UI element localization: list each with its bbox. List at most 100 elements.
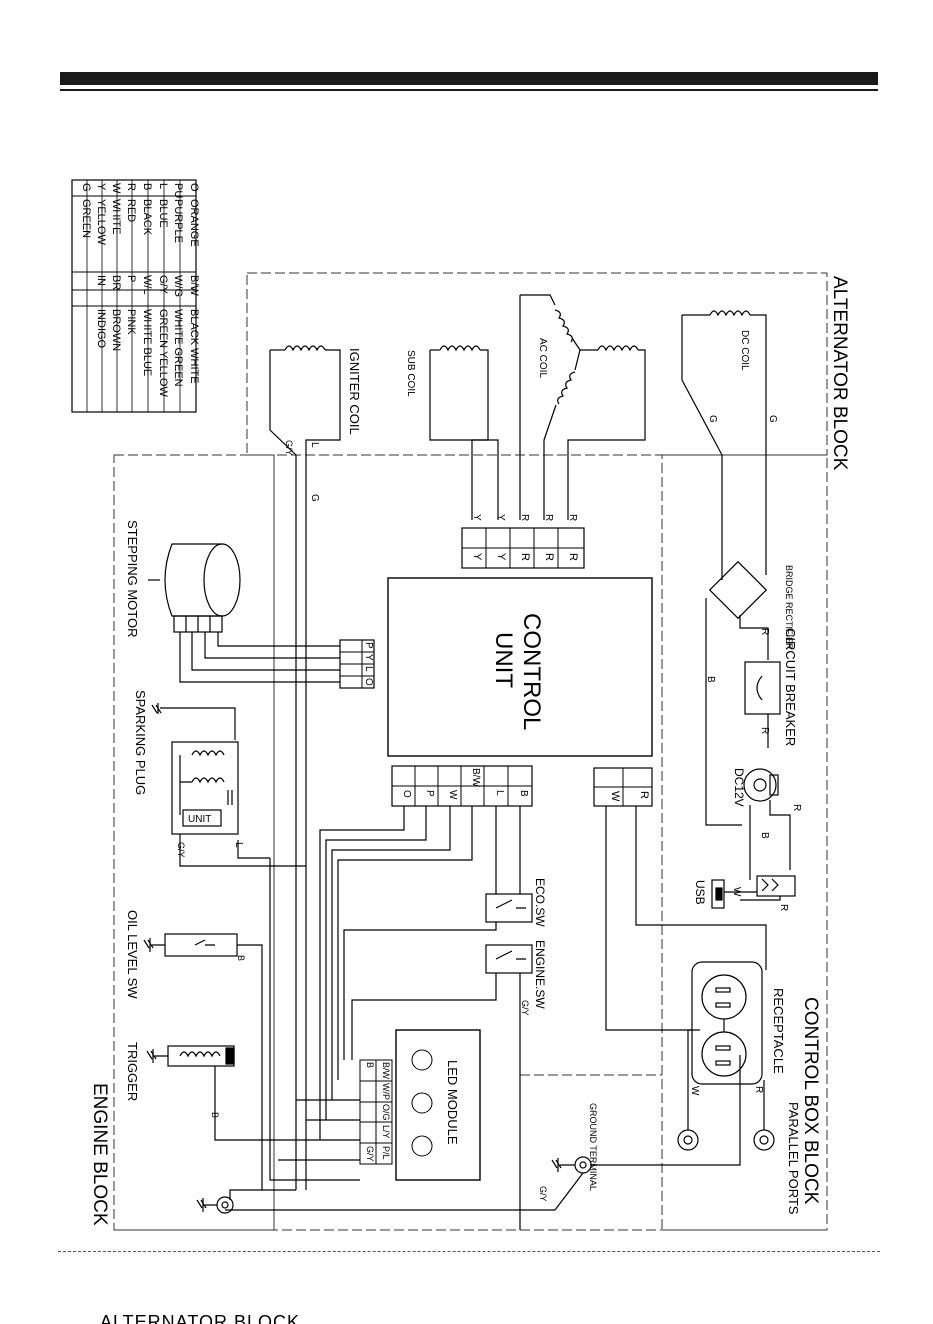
trigger-icon <box>146 1045 360 1141</box>
legend-name: BLACK WHITE <box>188 309 200 384</box>
legend-code: W <box>110 183 122 194</box>
unit-label: UNIT <box>188 814 211 825</box>
plug-pin-label: B <box>518 790 529 797</box>
harness-wires <box>225 806 520 1211</box>
dc12v-label: DC12V <box>732 768 746 807</box>
receptacle-label: RECEPTACLE <box>771 988 786 1074</box>
plug-pin-label: Y <box>363 654 374 661</box>
parallel-port-white-icon <box>677 1129 699 1151</box>
plug-pin-label: P <box>363 642 374 649</box>
eco-switch-icon <box>343 806 533 1060</box>
svg-text:B: B <box>236 955 246 961</box>
legend-name: BLACK <box>141 199 153 236</box>
plug-pin-label: W <box>609 791 621 802</box>
circuit-breaker-icon <box>744 661 781 715</box>
plug-pin-label: P <box>424 790 435 797</box>
wire-color-label: R <box>567 514 578 521</box>
legend-name: BLUE <box>157 199 169 228</box>
control-unit-label-2: UNIT <box>490 632 517 688</box>
dc-output-components <box>705 520 796 909</box>
led-pin-label: B <box>365 1062 375 1068</box>
oil-level-sw-label: OIL LEVEL SW <box>125 910 140 999</box>
svg-text:W: W <box>731 887 742 897</box>
svg-text:B: B <box>759 832 770 839</box>
header-bar <box>60 72 878 85</box>
led-pin-label: G/Y <box>365 1146 375 1162</box>
plug-pin-label: R <box>638 791 650 799</box>
wire-color-label: R <box>519 514 530 521</box>
ac-coil-icon <box>519 294 646 520</box>
svg-text:L: L <box>309 442 320 448</box>
svg-text:G/Y: G/Y <box>520 1000 530 1016</box>
led-module: LED MODULE B/WW/PO/GL/YP/LBG/Y <box>359 1029 481 1181</box>
legend-name: WHITE GREEN <box>172 309 184 387</box>
wire-color-label: Y <box>471 514 482 521</box>
plug-pin-label: O <box>401 790 412 798</box>
legend-code: IN <box>95 275 107 286</box>
legend-name: WHITE BLUE <box>141 309 153 376</box>
svg-text:R: R <box>753 1086 764 1093</box>
plug-pin-label: L <box>363 666 374 672</box>
legend-code: G/Y <box>157 275 169 295</box>
stepping-motor-icon <box>148 543 241 633</box>
sparking-plug-label: SPARKING PLUG <box>133 690 148 795</box>
led-pin-label: L/Y <box>381 1125 391 1139</box>
svg-text:W: W <box>689 1086 700 1096</box>
led-pin-label: O/G <box>381 1104 391 1121</box>
bridge-rectifier-icon <box>708 560 768 620</box>
dc-coil-label: DC COIL <box>739 330 750 371</box>
wire-color-label: Y <box>495 514 506 521</box>
legend-name: YELLOW <box>95 199 107 245</box>
legend-code: G <box>80 183 92 192</box>
svg-text:R: R <box>759 727 770 734</box>
receptacle-components <box>520 961 775 1211</box>
legend-name: BROWN <box>110 309 122 351</box>
legend-name: WHITE <box>110 199 122 234</box>
footer-text: ALTERNATOR BLOCK <box>100 1312 301 1324</box>
legend-code: R <box>125 183 137 191</box>
led-indicator-3 <box>411 1135 433 1157</box>
plug-pin-label: L <box>494 790 505 796</box>
igniter-coil-icon <box>269 345 341 1190</box>
dc12v-socket-icon <box>743 768 779 802</box>
bottom-dashed-rule <box>58 1251 880 1252</box>
svg-text:G: G <box>767 415 778 423</box>
sub-coil-label: SUB COIL <box>405 350 416 397</box>
svg-text:B: B <box>210 1112 220 1118</box>
plug-pin-label: Y <box>471 553 483 561</box>
legend-name: PURPLE <box>172 199 184 243</box>
oil-level-switch-icon <box>143 933 263 1190</box>
legend-code: BR <box>110 275 122 290</box>
engine-ground-icon <box>196 1196 234 1214</box>
legend-code: W/L <box>141 275 153 295</box>
svg-text:G/Y: G/Y <box>176 842 186 858</box>
engine-switch-icon <box>351 944 533 1230</box>
switch-connector: B L B/W W P O <box>391 765 533 807</box>
usb-port-icon <box>711 875 796 909</box>
control-box-block-label: CONTROL BOX BLOCK <box>800 997 821 1205</box>
trigger-label: TRIGGER <box>125 1042 140 1101</box>
svg-text:G/Y: G/Y <box>284 440 294 456</box>
legend-name: GREEN <box>80 199 92 238</box>
control-unit-label-1: CONTROL <box>518 613 545 730</box>
legend-name: GREEN YELLOW <box>157 309 169 397</box>
legend-code: B <box>141 183 153 190</box>
plug-pin-label: B/W <box>470 768 481 787</box>
alternator-block-label: ALTERNATOR BLOCK <box>829 276 850 471</box>
color-legend: OORANGEPUPURPLELBLUEBBLACKRREDWWHITEYYEL… <box>71 179 200 413</box>
labels: ALTERNATOR BLOCK CONTROL BOX BLOCK ENGIN… <box>89 276 850 1226</box>
receptacle-icon <box>691 961 763 1085</box>
plug-pin-label: W <box>447 790 458 800</box>
engine-block-label: ENGINE BLOCK <box>89 1083 110 1226</box>
svg-text:L: L <box>233 842 244 848</box>
bridge-rectifier-label: BRIDGE RECTIFIER <box>784 565 794 650</box>
dc-coil-icon <box>681 310 767 560</box>
coils <box>269 294 767 1190</box>
control-unit: CONTROL UNIT <box>387 577 653 757</box>
plug-pin-label: O <box>363 678 374 686</box>
legend-name: PINK <box>125 309 137 335</box>
svg-text:G/Y: G/Y <box>538 1186 548 1202</box>
sub-coil-icon <box>429 345 499 520</box>
